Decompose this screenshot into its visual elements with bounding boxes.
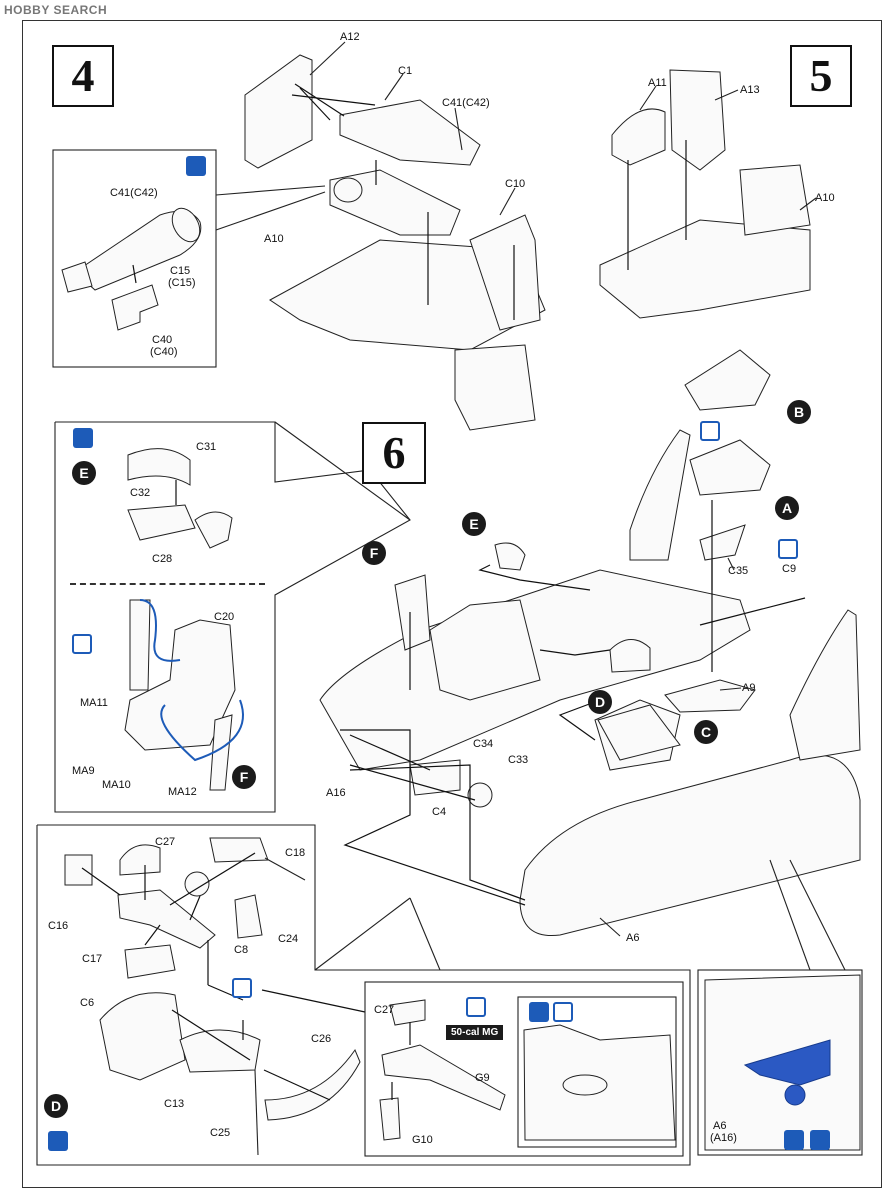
part-label-a12: A12	[340, 31, 360, 43]
part-label-c25: C25	[210, 1127, 231, 1139]
part-label-c8: C8	[234, 944, 249, 956]
part-label-c9: C9	[782, 563, 797, 575]
part-label-ma10: MA10	[102, 779, 131, 791]
part-label-c1: C1	[398, 65, 413, 77]
part-label-c27: C27	[155, 836, 176, 848]
part-label-a9: A9	[742, 682, 756, 694]
subassembly-e-callout-badge: E	[462, 512, 486, 536]
part-label-c31: C31	[196, 441, 217, 453]
subassembly-f-callout-badge: F	[362, 541, 386, 565]
option-icon	[778, 539, 798, 559]
inset-label-c15: C15	[170, 265, 191, 277]
part-label-c17: C17	[82, 953, 103, 965]
part-label-c16: C16	[48, 920, 69, 932]
page-border	[22, 20, 882, 1188]
part-label-c18: C18	[285, 847, 306, 859]
watermark: HOBBY SEARCH	[4, 3, 108, 17]
ef-divider	[70, 583, 265, 585]
paint-icon	[784, 1130, 804, 1150]
option-icon	[232, 978, 252, 998]
inset-label-c40: C40	[152, 334, 173, 346]
subassembly-e-badge: E	[72, 461, 96, 485]
mg-label-c27: C27	[374, 1004, 395, 1016]
mg-label-g9: G9	[475, 1072, 490, 1084]
wheelbay-inset-frame	[697, 969, 863, 1156]
inset-label-c15-paren: (C15)	[168, 277, 196, 289]
part-label-c13: C13	[164, 1098, 185, 1110]
inset-label-a6: A6	[713, 1120, 727, 1132]
step-5-box: 5	[790, 45, 852, 107]
mg-photo-frame	[517, 996, 677, 1148]
part-label-c26: C26	[311, 1033, 332, 1045]
inset-label-a16-paren: (A16)	[710, 1132, 737, 1144]
part-label-c28: C28	[152, 553, 173, 565]
mg-label-g10: G10	[412, 1134, 433, 1146]
subassembly-b-badge: B	[787, 400, 811, 424]
subassembly-d-callout-badge: D	[588, 690, 612, 714]
paint-icon	[186, 156, 206, 176]
subassembly-d-badge: D	[44, 1094, 68, 1118]
paint-icon	[48, 1131, 68, 1151]
step4-inset-frame	[52, 149, 217, 368]
part-label-ma9: MA9	[72, 765, 95, 777]
step-4-box: 4	[52, 45, 114, 107]
decal-icon	[810, 1130, 830, 1150]
part-label-c24: C24	[278, 933, 299, 945]
part-label-c20: C20	[214, 611, 235, 623]
part-label-a13: A13	[740, 84, 760, 96]
inset-label-c40-paren: (C40)	[150, 346, 178, 358]
mg-tag: 50-cal MG	[446, 1025, 504, 1040]
part-label-ma11: MA11	[80, 697, 108, 709]
part-label-a16: A16	[326, 787, 346, 799]
part-label-c35: C35	[728, 565, 749, 577]
option-icon	[466, 997, 486, 1017]
part-label-a6: A6	[626, 932, 640, 944]
drop-icon	[72, 634, 92, 654]
subassembly-a-badge: A	[775, 496, 799, 520]
part-label-ma12: MA12	[168, 786, 197, 798]
part-label-a11: A11	[648, 77, 667, 89]
step6-d-inset-frame	[36, 824, 691, 1166]
mg-inset-frame	[364, 981, 684, 1157]
part-label-c33: C33	[508, 754, 529, 766]
part-label-c34: C34	[473, 738, 494, 750]
part-label-a10-step5: A10	[815, 192, 835, 204]
subassembly-f-badge: F	[232, 765, 256, 789]
part-label-c4: C4	[432, 806, 447, 818]
paint-icon	[73, 428, 93, 448]
option-icon	[700, 421, 720, 441]
subassembly-c-badge: C	[694, 720, 718, 744]
step-6-box: 6	[362, 422, 426, 484]
part-label-c10: C10	[505, 178, 526, 190]
option-icon	[553, 1002, 573, 1022]
paint-icon	[529, 1002, 549, 1022]
part-label-c41-c42: C41(C42)	[442, 97, 490, 109]
part-label-c6: C6	[80, 997, 95, 1009]
part-label-a10: A10	[264, 233, 284, 245]
part-label-c32: C32	[130, 487, 151, 499]
inset-label-c41-c42: C41(C42)	[110, 187, 158, 199]
